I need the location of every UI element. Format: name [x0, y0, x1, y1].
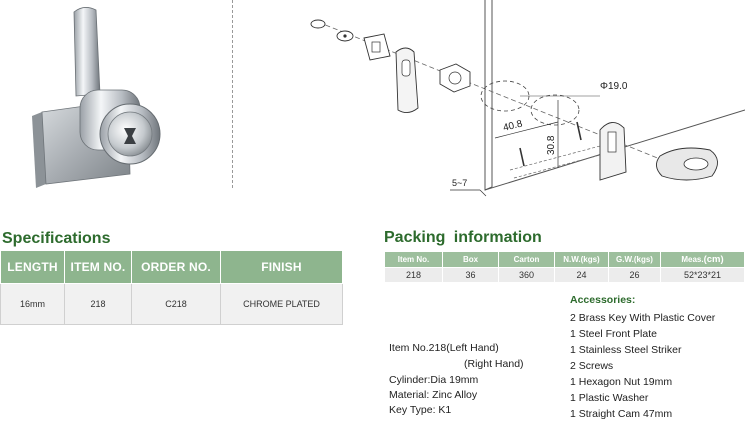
accessories-list: 2 Brass Key With Plastic Cover 1 Steel F… — [570, 310, 715, 422]
section-divider — [232, 0, 233, 188]
packing-cell-item-no: 218 — [384, 267, 443, 283]
packing-header-item-no: Item No. — [384, 251, 443, 268]
spec-cell-item-no: 218 — [64, 283, 132, 325]
packing-cell-carton: 360 — [498, 267, 555, 283]
specifications-table: LENGTH ITEM NO. ORDER NO. FINISH 16mm 21… — [0, 250, 343, 325]
list-item: 1 Stainless Steel Striker — [570, 344, 682, 356]
packing-cell-gw: 26 — [608, 267, 661, 283]
diameter-label: Φ19.0 — [600, 81, 628, 92]
packing-cell-box: 36 — [442, 267, 499, 283]
material-spec: Material: Zinc Alloy — [389, 389, 478, 401]
packing-table: Item No. Box Carton N.W.(kgs) G.W.(kgs) … — [384, 251, 745, 283]
list-item: 1 Steel Front Plate — [570, 328, 657, 340]
spec-header-order-no: ORDER NO. — [131, 250, 221, 284]
spec-header-length: LENGTH — [0, 250, 65, 284]
list-item: 1 Straight Cam 47mm — [570, 408, 673, 420]
list-item: 2 Brass Key With Plastic Cover — [570, 312, 716, 324]
table-row: 16mm 218 C218 CHROME PLATED — [0, 283, 343, 325]
spec-header-item-no: ITEM NO. — [64, 250, 132, 284]
packing-cell-nw: 24 — [554, 267, 609, 283]
specifications-title: Specifications — [2, 230, 111, 247]
height-dimension: 30.8 — [546, 135, 557, 155]
list-item: 1 Plastic Washer — [570, 392, 649, 404]
accessories-title: Accessories: — [570, 294, 636, 306]
cylinder-spec: Cylinder:Dia 19mm — [389, 374, 479, 386]
list-item: 1 Hexagon Nut 19mm — [570, 376, 673, 388]
packing-title: Packing information — [384, 229, 542, 246]
list-item: 2 Screws — [570, 360, 614, 372]
thickness-dimension: 5~7 — [452, 178, 467, 188]
packing-header-meas: Meas.(cm) — [660, 251, 745, 268]
packing-header-gw: G.W.(kgs) — [608, 251, 661, 268]
spec-cell-length: 16mm — [0, 283, 65, 325]
packing-header-box: Box — [442, 251, 499, 268]
packing-cell-meas: 52*23*21 — [660, 267, 745, 283]
key-type-spec: Key Type: K1 — [389, 404, 452, 416]
spec-header-row: LENGTH ITEM NO. ORDER NO. FINISH — [0, 250, 343, 284]
spec-cell-finish: CHROME PLATED — [220, 283, 343, 325]
product-photo — [32, 7, 161, 188]
table-row: 218 36 360 24 26 52*23*21 — [384, 267, 745, 283]
meas-label: Meas. — [681, 255, 704, 264]
spec-header-finish: FINISH — [220, 250, 343, 284]
spec-cell-order-no: C218 — [131, 283, 221, 325]
packing-header-row: Item No. Box Carton N.W.(kgs) G.W.(kgs) … — [384, 251, 745, 268]
meas-unit: (cm) — [703, 254, 724, 265]
exploded-diagram: Φ19.0 40.8 30.8 5~7 — [310, 0, 745, 197]
packing-header-nw: N.W.(kgs) — [554, 251, 609, 268]
item-number-left: Item No.218(Left Hand) — [389, 342, 499, 354]
width-dimension: 40.8 — [502, 118, 524, 133]
item-number-right: (Right Hand) — [464, 358, 524, 370]
packing-header-carton: Carton — [498, 251, 555, 268]
